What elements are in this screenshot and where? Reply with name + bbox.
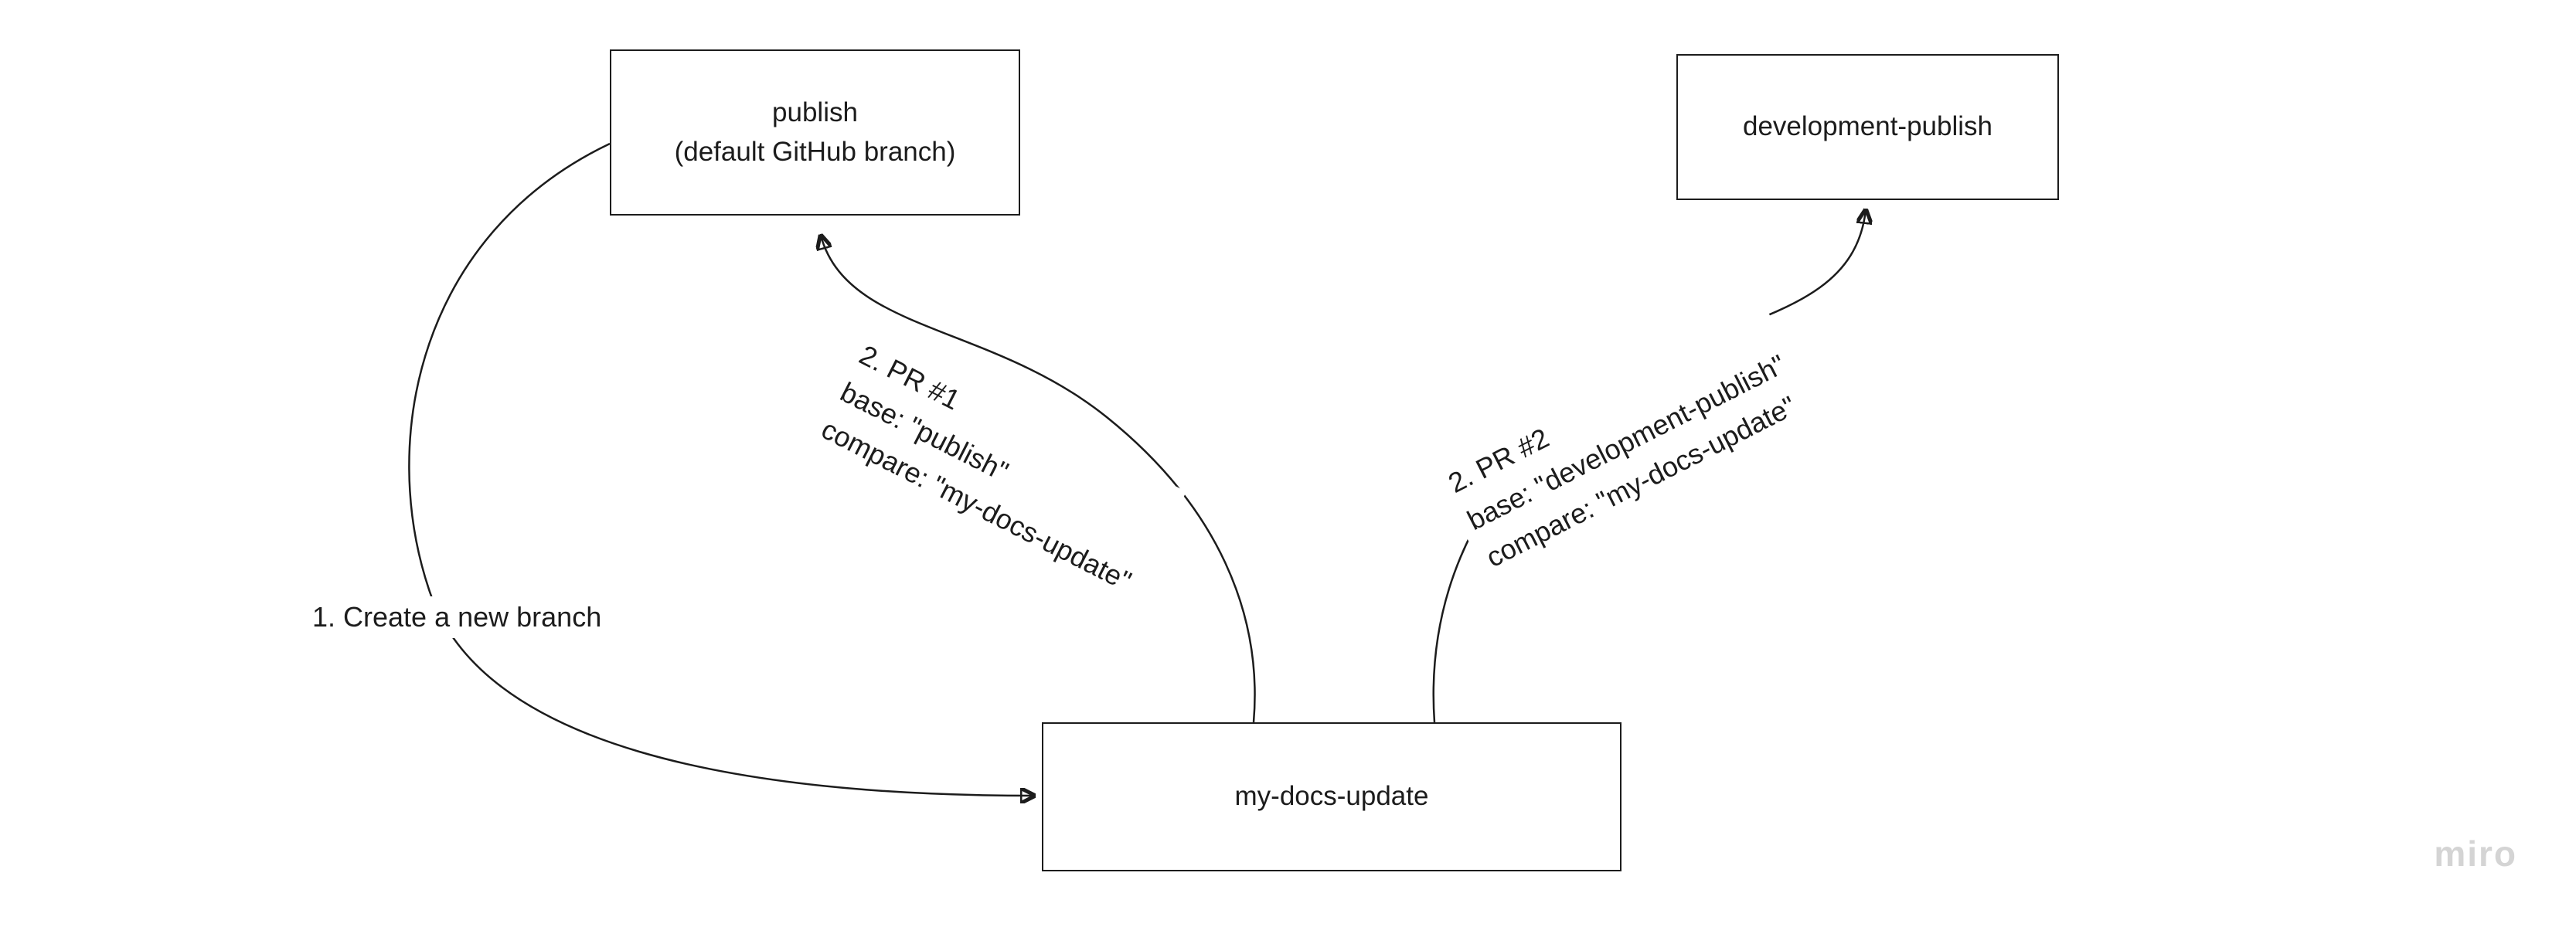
miro-watermark[interactable]: miro — [2434, 834, 2517, 874]
node-publish-label-line1: publish — [772, 97, 858, 127]
node-development-publish[interactable]: development-publish — [1676, 54, 2059, 200]
label-create-branch[interactable]: 1. Create a new branch — [303, 596, 611, 638]
node-publish-label-line2: (default GitHub branch) — [674, 136, 956, 167]
node-my-docs-update[interactable]: my-docs-update — [1042, 722, 1621, 871]
node-my-docs-update-label: my-docs-update — [1234, 781, 1429, 812]
node-publish[interactable]: publish (default GitHub branch) — [610, 49, 1020, 216]
arrow-pr1[interactable] — [821, 236, 1256, 723]
node-development-publish-label: development-publish — [1743, 111, 1992, 142]
